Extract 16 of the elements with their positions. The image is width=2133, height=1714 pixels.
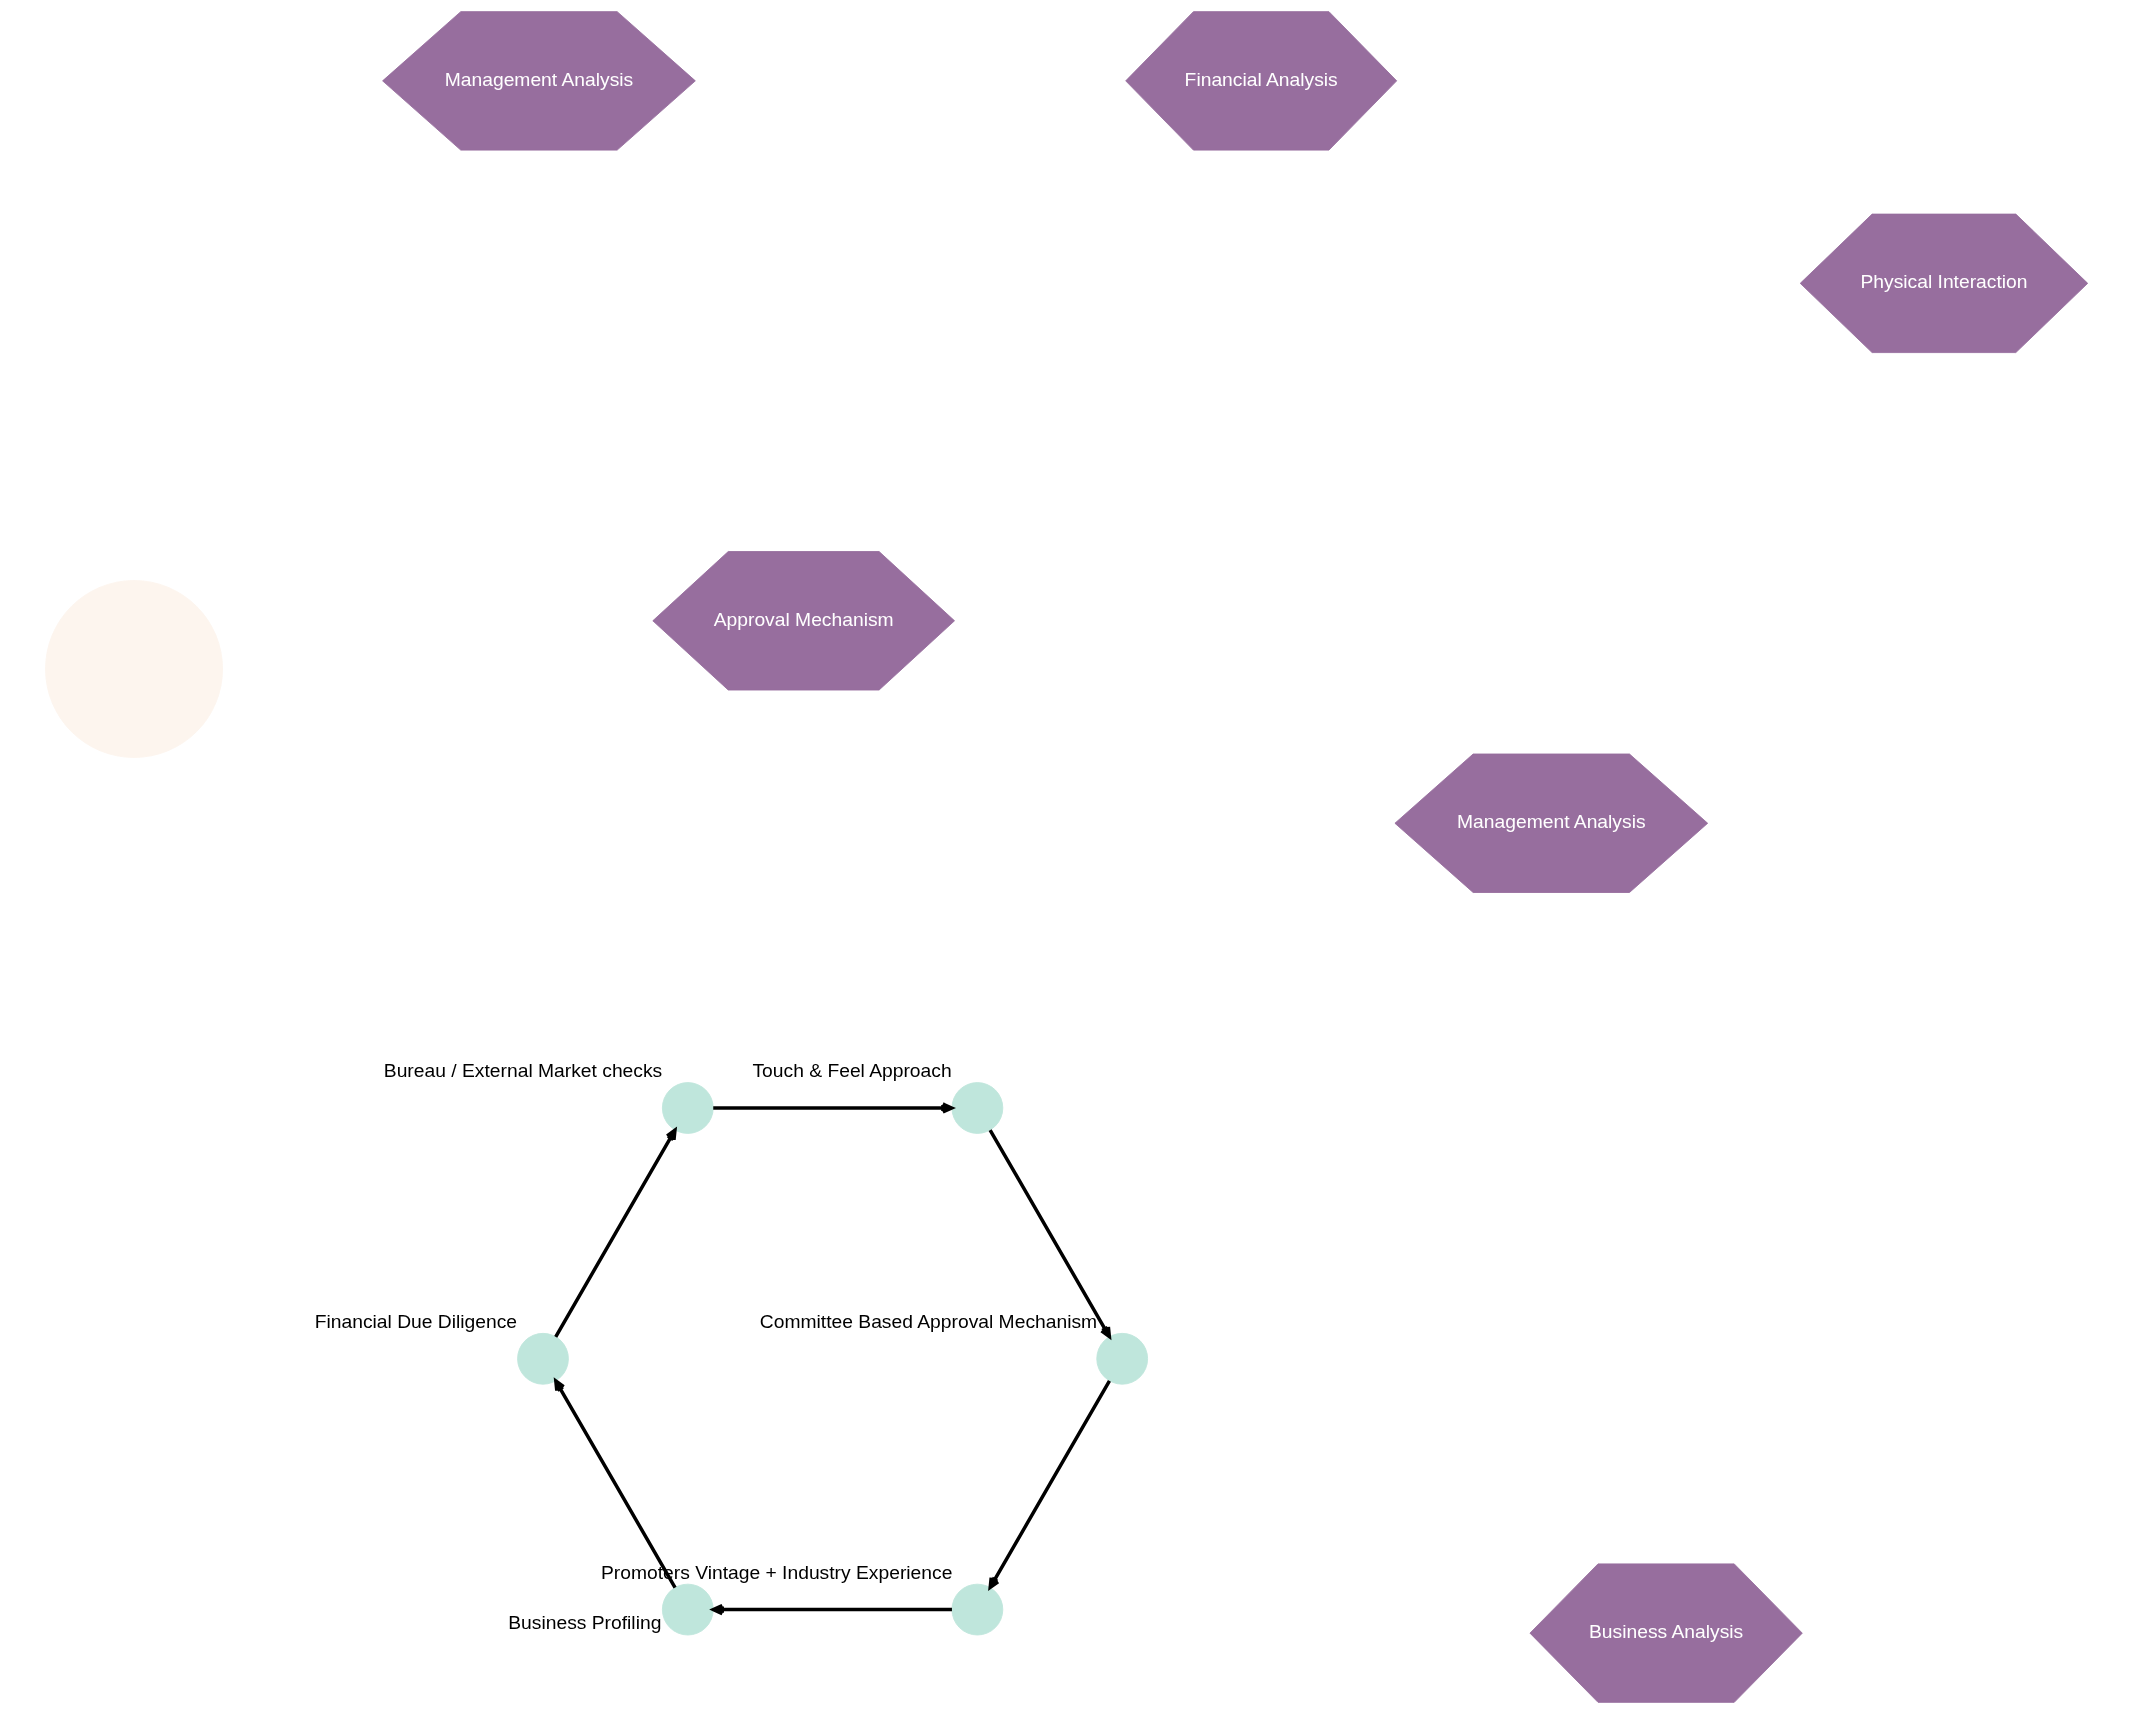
arrow xyxy=(713,1102,954,1114)
arrow xyxy=(554,1379,677,1589)
node-label: Touch & Feel Approach xyxy=(752,1059,952,1081)
node-label: Financial Due Diligence xyxy=(314,1310,518,1332)
node-circle xyxy=(1096,1332,1149,1385)
node-circle xyxy=(661,1082,714,1134)
node-circle xyxy=(661,1583,714,1636)
node-circle xyxy=(951,1082,1004,1134)
arrow xyxy=(988,1379,1111,1590)
node-circle xyxy=(951,1583,1004,1636)
node-label: Committee Based Approval Mechanism xyxy=(759,1310,1098,1332)
arrow xyxy=(711,1603,952,1616)
node-label: Business Profiling xyxy=(508,1612,662,1634)
node-circle xyxy=(517,1332,569,1385)
arrow xyxy=(554,1128,677,1338)
node-label: Bureau / External Market checks xyxy=(383,1059,663,1081)
